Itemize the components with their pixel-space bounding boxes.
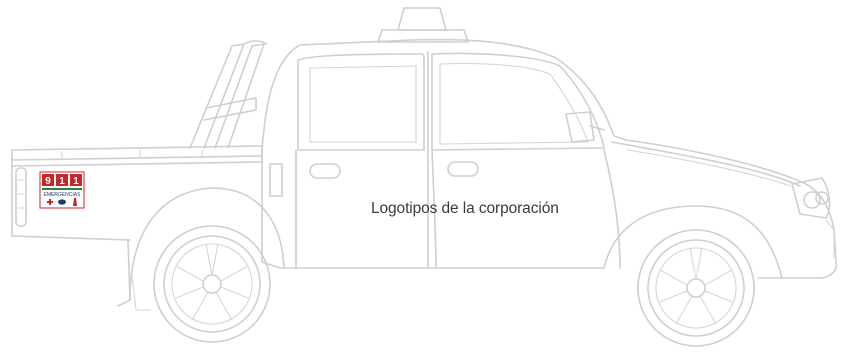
front-wheel	[637, 229, 755, 347]
roof-light-bar	[377, 7, 469, 43]
corporation-logos-label: Logotipos de la corporación	[371, 200, 559, 217]
decal-digit: 1	[73, 176, 79, 187]
firefighter-icon	[73, 198, 77, 206]
decal-emergencias-text: EMERGENCIAS	[44, 192, 82, 198]
emergency-911-decal: 9 1 1 EMERGENCIAS	[39, 171, 85, 209]
truck-bed	[11, 145, 285, 311]
rear-wheel	[153, 225, 271, 343]
cab-body	[261, 38, 838, 279]
red-cross-icon	[47, 199, 53, 205]
decal-digit: 9	[45, 176, 51, 187]
roll-bar	[189, 40, 267, 149]
police-shield-icon	[58, 199, 66, 205]
decal-digit: 1	[59, 176, 65, 187]
